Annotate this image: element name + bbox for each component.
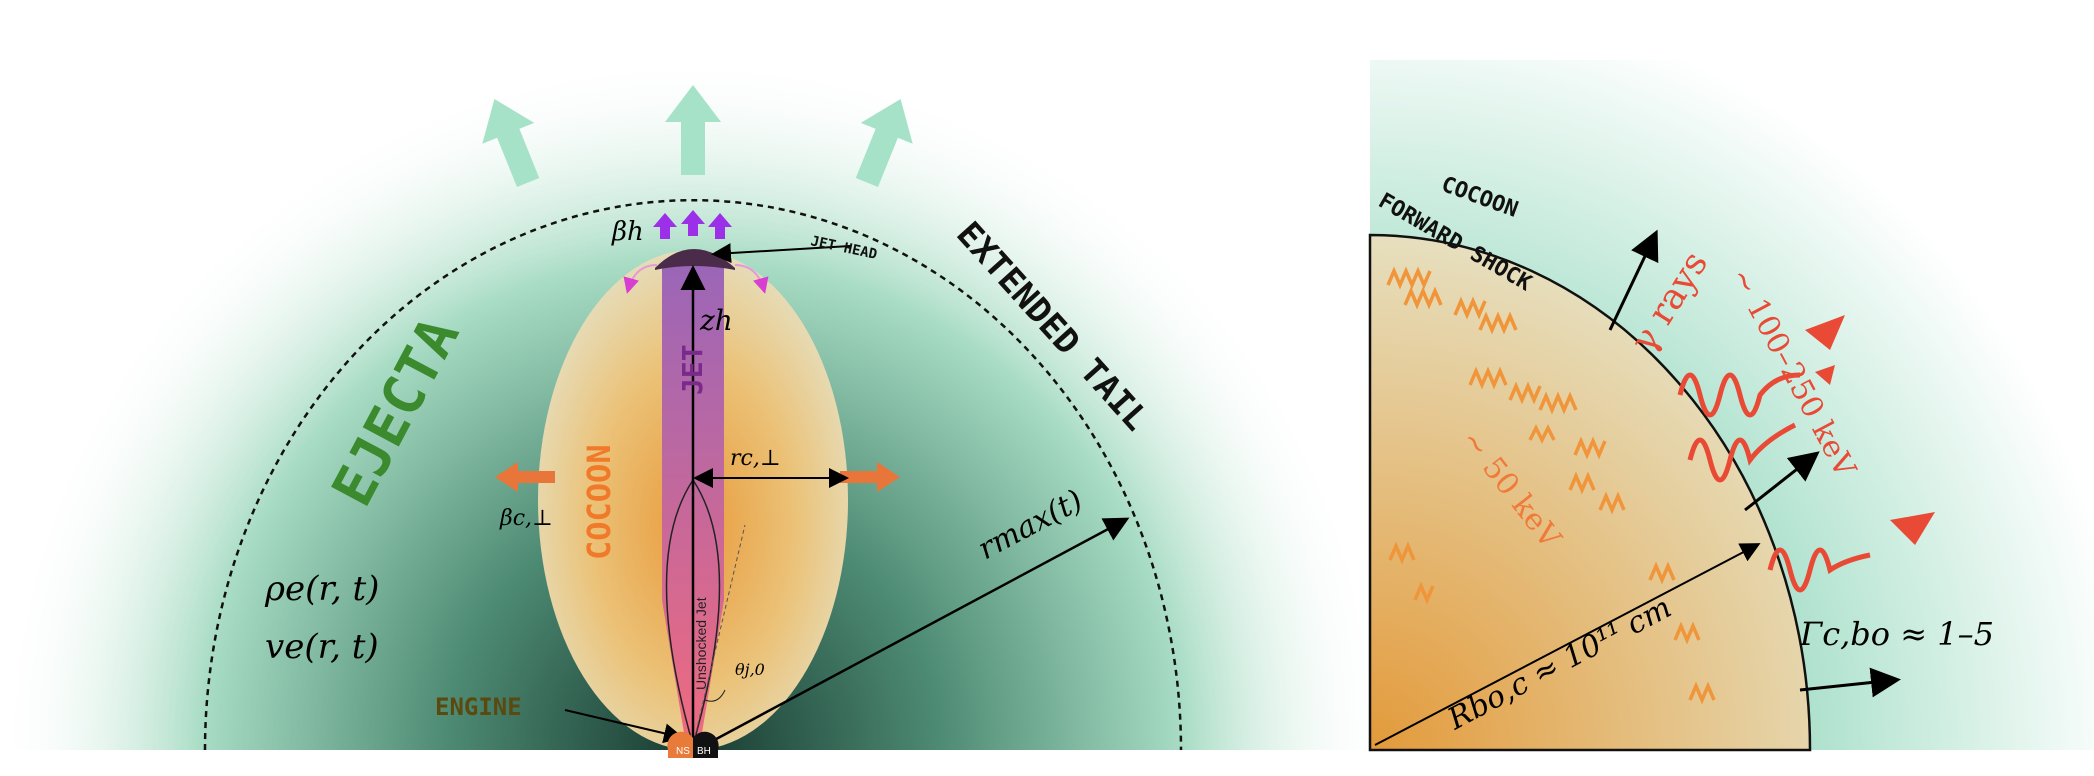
- cocoon-forward-shock: [1368, 233, 1812, 752]
- rho-e-label: ρe(r, t): [264, 569, 379, 609]
- lorentz-factor-label: Γc,bo ≈ 1–5: [1799, 615, 1994, 653]
- neutron-star: [667, 731, 693, 758]
- left-panel: NS BH EJECTA COCOON JET JET HEAD EXTENDE…: [0, 60, 1386, 758]
- jet-label: JET: [676, 344, 709, 395]
- v-e-label: ve(r, t): [265, 627, 379, 667]
- r-max-arrow: [704, 517, 1130, 747]
- ejecta-expansion-arrows: [482, 85, 913, 187]
- shock-normal-arrow-2: [1744, 451, 1820, 512]
- beta-c-perp-label: βc,⊥: [499, 506, 553, 531]
- bh-label: BH: [697, 746, 711, 757]
- gamma-ray-waves: [1677, 372, 1871, 593]
- cocoon-label: COCOON: [580, 444, 618, 560]
- right-panel: COCOON FORWARD SHOCK γ rays ~ 100–250 ke…: [1368, 60, 2094, 752]
- head-velocity-arrows: [653, 210, 732, 239]
- engine-label: ENGINE: [435, 693, 522, 721]
- shock-normal-arrow-3: [1799, 667, 1901, 698]
- thermal-photon-waves: [1386, 266, 1716, 705]
- beta-h-label: βh: [611, 217, 644, 247]
- cocoon-lateral-arrows: [495, 462, 900, 492]
- r-c-perp-label: rc,⊥: [730, 446, 781, 471]
- breakout-radius-arrow: [1374, 543, 1761, 746]
- ns-label: NS: [676, 746, 690, 757]
- unshocked-jet-label: Unshocked Jet: [693, 597, 709, 690]
- theta-j0-label: θj,0: [735, 660, 765, 679]
- black-hole: [693, 731, 719, 758]
- shock-normal-arrow-1: [1608, 229, 1659, 331]
- ejecta-boundary: [203, 198, 1183, 751]
- z-h-label: zh: [699, 304, 733, 337]
